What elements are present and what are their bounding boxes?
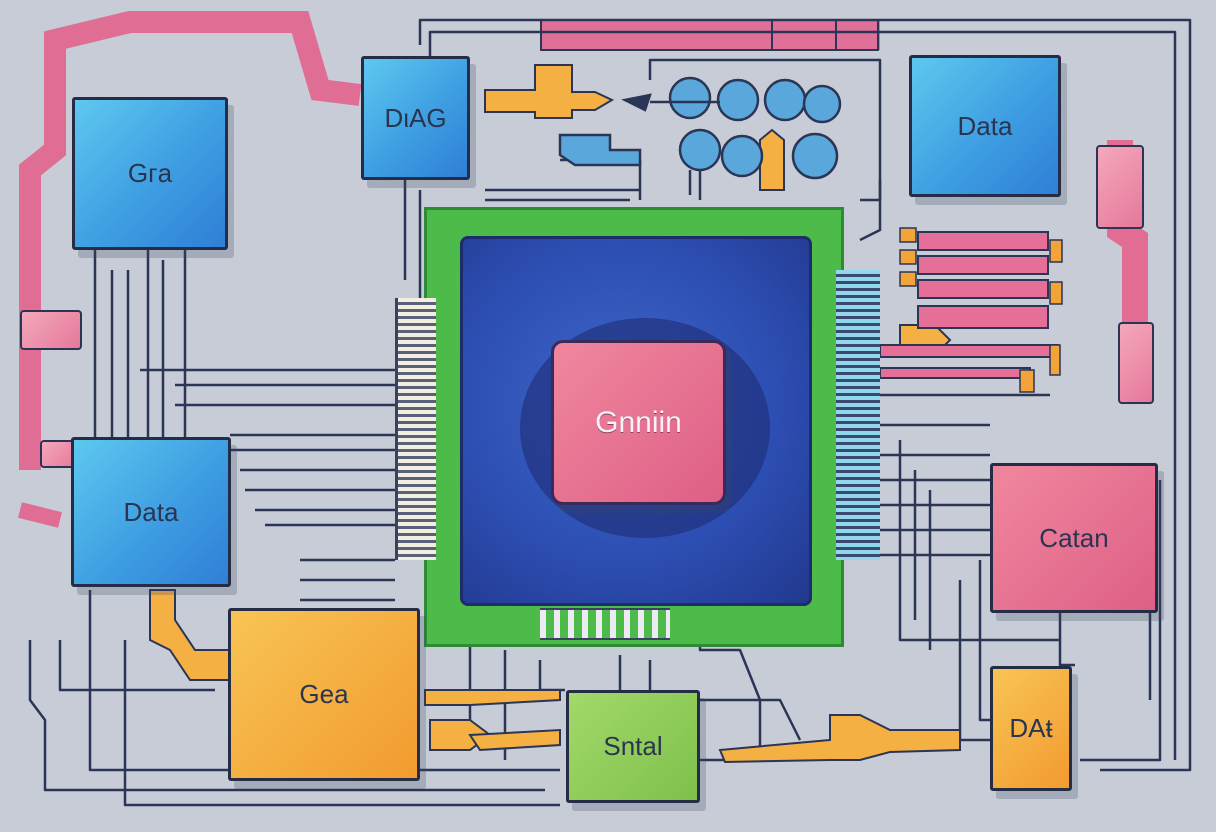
block-top-middle: DιAG: [361, 56, 470, 180]
connector-tile: [1096, 145, 1144, 229]
ribbon-cables: [879, 227, 1063, 393]
block-left: Data: [71, 437, 231, 587]
block-bottom-left: Gea: [228, 608, 420, 781]
chip-pins-bottom: [540, 608, 670, 640]
chip-pins-right: [836, 270, 880, 560]
connector-tile: [1118, 322, 1154, 404]
block-top-left: Gгa: [72, 97, 228, 250]
block-top-right: Data: [909, 55, 1061, 197]
chip-pins-left: [395, 298, 436, 560]
gear-cluster-icon: [558, 76, 842, 180]
connector-tile: [20, 310, 82, 350]
block-bottom-middle: Sntal: [566, 690, 700, 803]
block-right: Catan: [990, 463, 1158, 613]
block-bottom-right: DAŧ: [990, 666, 1072, 791]
core-block: Gnniin: [551, 340, 726, 505]
